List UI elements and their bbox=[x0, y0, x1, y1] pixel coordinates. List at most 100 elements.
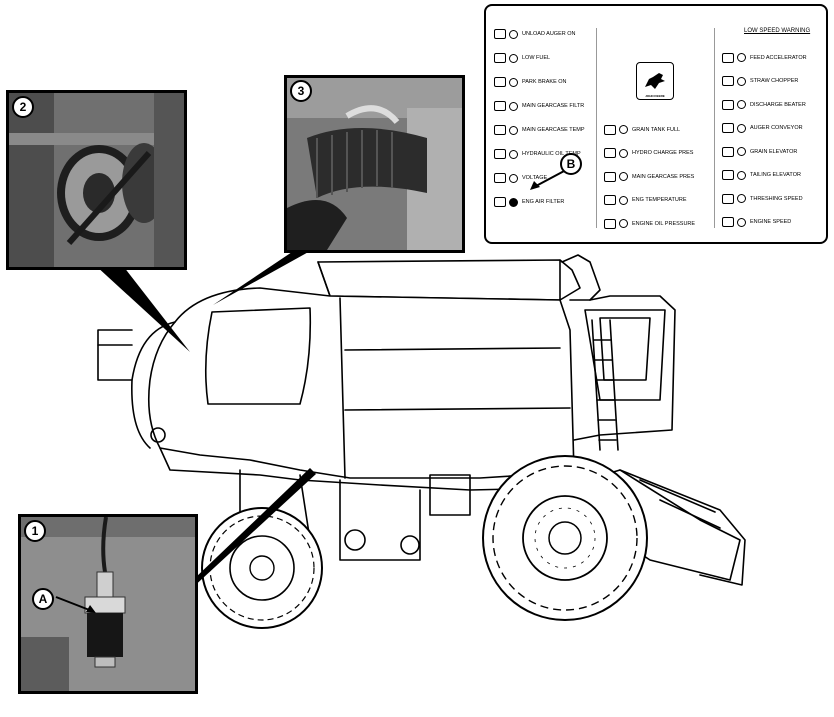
low-speed-warning-heading: LOW SPEED WARNING bbox=[744, 28, 811, 34]
indicator-lamp bbox=[509, 125, 518, 135]
engine-speed-icon bbox=[722, 217, 734, 228]
indicator-row: HYDRO CHARGE PRES bbox=[604, 142, 714, 166]
indicator-lamp bbox=[509, 53, 518, 63]
straw-chopper-icon bbox=[722, 76, 734, 87]
indicator-label: TAILING ELEVATOR bbox=[750, 172, 801, 179]
indicator-row: VOLTAGE bbox=[494, 166, 598, 190]
indicator-row: PARK BRAKE ON bbox=[494, 70, 598, 94]
fuel-pump-icon bbox=[494, 53, 506, 63]
indicator-label: PARK BRAKE ON bbox=[522, 79, 567, 85]
indicator-lamp bbox=[509, 197, 518, 207]
indicator-lamp bbox=[619, 172, 628, 182]
panel-divider-1 bbox=[596, 28, 597, 228]
indicator-lamp bbox=[619, 219, 628, 229]
indicator-row: GRAIN TANK FULL bbox=[604, 118, 714, 142]
engine-temp-icon bbox=[604, 195, 616, 206]
indicator-label: HYDRO CHARGE PRES bbox=[632, 150, 694, 157]
deer-logo-icon: JOHN DEERE bbox=[636, 62, 674, 100]
indicator-row: LOW FUEL bbox=[494, 46, 598, 70]
indicator-label: MAIN GEARCASE PRES bbox=[632, 173, 695, 180]
oil-can-icon bbox=[604, 218, 616, 229]
indicator-row: THRESHING SPEED bbox=[722, 187, 828, 211]
indicator-label: GRAIN TANK FULL bbox=[632, 126, 681, 133]
indicator-label: ENG TEMPERATURE bbox=[632, 197, 687, 204]
battery-icon bbox=[494, 173, 506, 183]
rear-wheel bbox=[201, 507, 323, 629]
indicator-label: MAIN GEARCASE FILTR bbox=[522, 103, 585, 109]
hydro-charge-icon bbox=[604, 148, 616, 159]
front-wheel bbox=[482, 455, 648, 621]
panel-divider-2 bbox=[714, 28, 715, 228]
indicator-row: ENGINE OIL PRESSURE bbox=[604, 212, 714, 236]
logo-text: JOHN DEERE bbox=[645, 94, 665, 98]
indicator-label: ENG AIR FILTER bbox=[522, 199, 565, 205]
park-brake-icon bbox=[494, 77, 506, 87]
indicator-lamp bbox=[509, 101, 518, 111]
indicator-lamp bbox=[737, 217, 746, 227]
callout-a-badge: A bbox=[32, 588, 54, 610]
photo-1-number-badge: 1 bbox=[24, 520, 46, 542]
indicator-label: ENGINE SPEED bbox=[750, 219, 792, 226]
threshing-icon bbox=[722, 193, 734, 204]
indicator-row: AUGER CONVEYOR bbox=[722, 117, 828, 141]
tailing-elevator-icon bbox=[722, 170, 734, 181]
indicator-row: MAIN GEARCASE TEMP bbox=[494, 118, 598, 142]
gearcase-pressure-icon bbox=[604, 171, 616, 182]
grain-tank-icon bbox=[604, 124, 616, 135]
discharge-beater-icon bbox=[722, 99, 734, 110]
gearcase-temp-icon bbox=[494, 125, 506, 135]
auger-icon bbox=[494, 29, 506, 39]
indicator-lamp bbox=[509, 173, 518, 183]
indicator-label: ENGINE OIL PRESSURE bbox=[632, 220, 696, 227]
indicator-row: DISCHARGE BEATER bbox=[722, 93, 828, 117]
indicator-lamp bbox=[737, 53, 746, 63]
indicator-lamp bbox=[737, 76, 746, 86]
panel-right-column: FEED ACCELERATOR STRAW CHOPPER DISCHARGE B… bbox=[722, 46, 828, 234]
indicator-lamp bbox=[619, 125, 628, 135]
indicator-lamp bbox=[737, 123, 746, 133]
indicator-row: ENGINE SPEED bbox=[722, 211, 828, 235]
indicator-row: TAILING ELEVATOR bbox=[722, 164, 828, 188]
indicator-label: STRAW CHOPPER bbox=[750, 78, 799, 85]
photo-pointers bbox=[95, 248, 316, 590]
photo-3-number-badge: 3 bbox=[290, 80, 312, 102]
indicator-label: THRESHING SPEED bbox=[750, 195, 803, 202]
indicator-row: FEED ACCELERATOR bbox=[722, 46, 828, 70]
indicator-label: DISCHARGE BEATER bbox=[750, 101, 806, 108]
photo-2-alternator bbox=[6, 90, 187, 270]
gearcase-filter-icon bbox=[494, 101, 506, 111]
indicator-label: HYDRAULIC OIL TEMP bbox=[522, 151, 581, 157]
indicator-label: AUGER CONVEYOR bbox=[750, 125, 803, 132]
indicator-lamp bbox=[737, 100, 746, 110]
indicator-row: GRAIN ELEVATOR bbox=[722, 140, 828, 164]
indicator-row: MAIN GEARCASE FILTR bbox=[494, 94, 598, 118]
indicator-panel: JOHN DEERE UNLOAD AUGER ON LOW FUEL PARK B… bbox=[484, 4, 828, 244]
indicator-lamp bbox=[619, 148, 628, 158]
callout-b-badge: B bbox=[560, 153, 582, 175]
indicator-label: UNLOAD AUGER ON bbox=[522, 31, 576, 37]
grain-elevator-icon bbox=[722, 146, 734, 157]
air-filter-icon bbox=[494, 197, 506, 207]
feed-accelerator-icon bbox=[722, 52, 734, 63]
indicator-lamp bbox=[509, 149, 518, 159]
indicator-label: MAIN GEARCASE TEMP bbox=[522, 127, 585, 133]
indicator-lamp bbox=[737, 147, 746, 157]
indicator-lamp bbox=[509, 29, 518, 39]
panel-middle-column: GRAIN TANK FULL HYDRO CHARGE PRES MAIN GEA… bbox=[604, 118, 714, 236]
indicator-lamp bbox=[737, 194, 746, 204]
indicator-lamp bbox=[509, 77, 518, 87]
photo-3-air-intake-hose bbox=[284, 75, 465, 253]
indicator-row: MAIN GEARCASE PRES bbox=[604, 165, 714, 189]
indicator-row: UNLOAD AUGER ON bbox=[494, 22, 598, 46]
indicator-lamp bbox=[737, 170, 746, 180]
indicator-row: HYDRAULIC OIL TEMP bbox=[494, 142, 598, 166]
photo-2-number-badge: 2 bbox=[12, 96, 34, 118]
indicator-lamp bbox=[619, 195, 628, 205]
hydraulic-temp-icon bbox=[494, 149, 506, 159]
callout-b-arrow bbox=[530, 169, 567, 190]
indicator-label: GRAIN ELEVATOR bbox=[750, 148, 798, 155]
indicator-row: ENG TEMPERATURE bbox=[604, 189, 714, 213]
indicator-label: VOLTAGE bbox=[522, 175, 548, 181]
